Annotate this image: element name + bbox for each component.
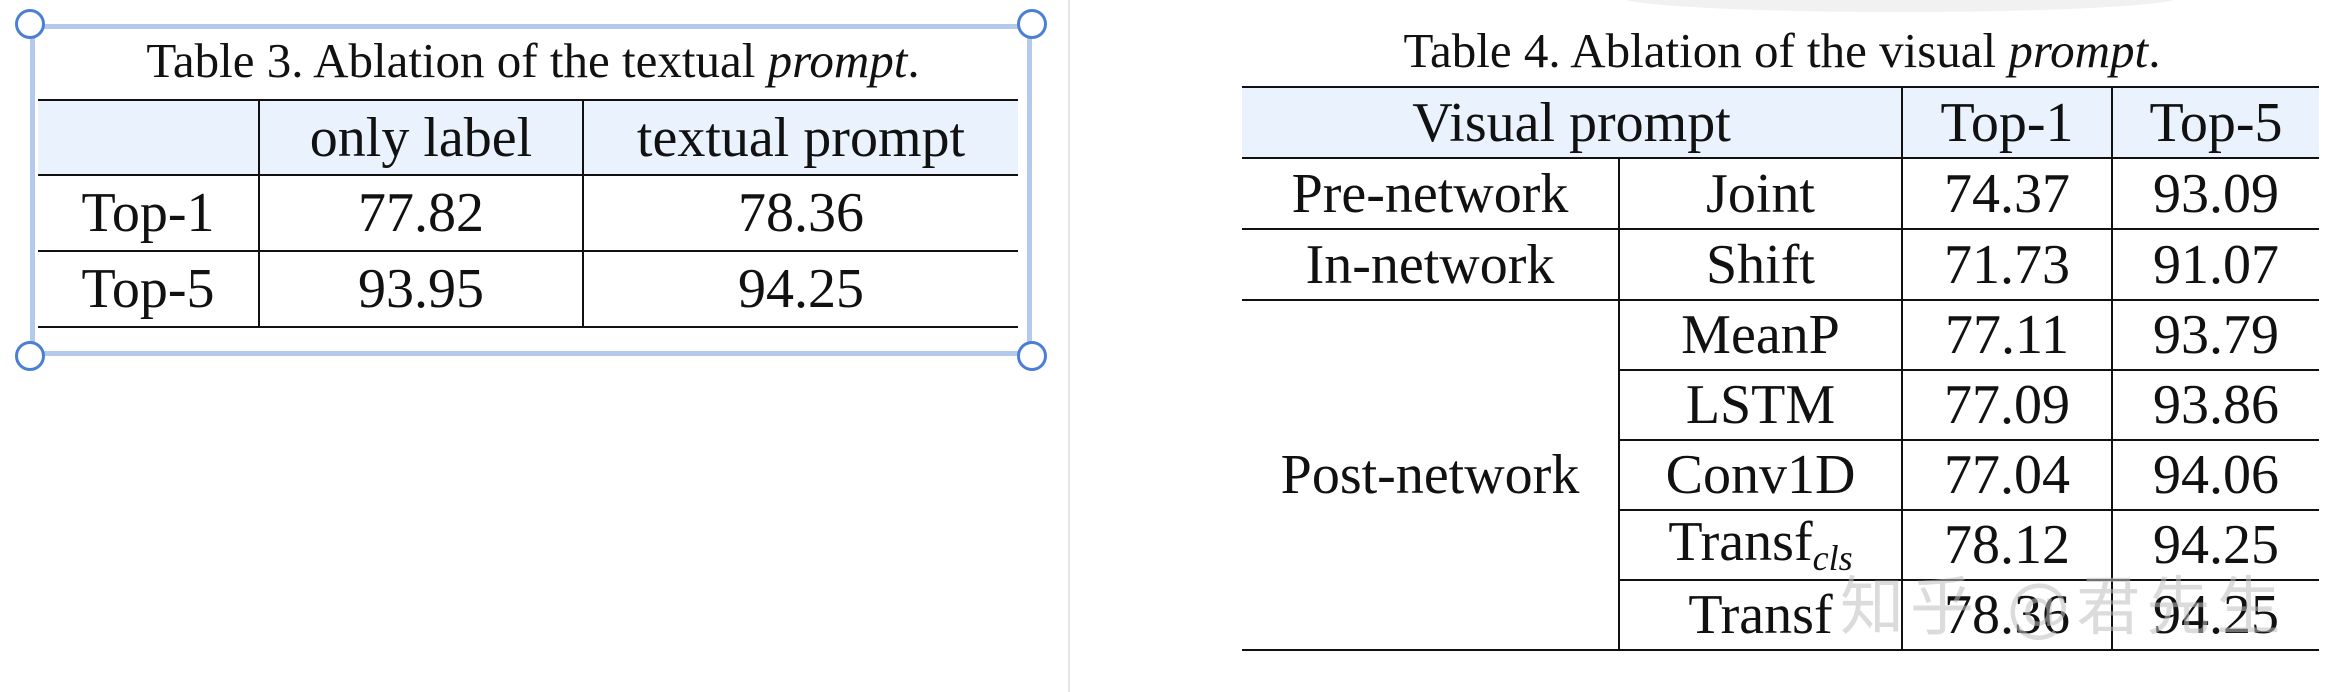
value-cell: 77.82	[258, 175, 583, 251]
page-divider	[1068, 0, 1070, 692]
table4-header-row: Visual prompt Top-1 Top-5	[1242, 87, 2319, 158]
method-cell: Transfcls	[1618, 509, 1902, 580]
header-top5: Top-5	[2111, 87, 2319, 158]
value-cell: 71.73	[1901, 229, 2112, 300]
watermark: 知乎 @君先生	[1840, 571, 2287, 645]
header-cell-empty	[38, 100, 259, 175]
group-cell-pre: Pre-network	[1291, 162, 1569, 225]
method-cell: MeanP	[1618, 300, 1902, 370]
value-cell: 94.25	[2111, 509, 2319, 580]
method-subscript: cls	[1812, 538, 1853, 578]
value-cell: 77.04	[1901, 439, 2112, 510]
table4: Visual prompt Top-1 Top-5 Pre-network Jo…	[1242, 86, 2319, 651]
table-row: In-network Shift 71.73 91.07	[1242, 229, 2319, 300]
caption-text: Table 4. Ablation of the visual	[1403, 23, 2009, 78]
metric-cell: Top-1	[81, 182, 215, 244]
value-cell: 78.12	[1901, 509, 2112, 580]
table3-caption: Table 3. Ablation of the textual prompt.	[38, 32, 1028, 89]
metric-cell: Top-5	[81, 258, 215, 320]
table4-caption: Table 4. Ablation of the visual prompt.	[1242, 22, 2322, 79]
method-cell: LSTM	[1618, 369, 1902, 440]
value-cell: 74.37	[1901, 158, 2112, 229]
method-cell: Conv1D	[1618, 439, 1902, 510]
table3-header-row: only label textual prompt	[38, 100, 1018, 175]
value-cell: 93.09	[2111, 158, 2319, 229]
value-cell: 78.36	[1901, 579, 2112, 650]
value-cell: 94.25	[582, 251, 1018, 327]
value-cell: 94.06	[2111, 439, 2319, 510]
method-cell: Transf	[1618, 579, 1902, 650]
value-cell: 78.36	[582, 175, 1018, 251]
header-visual-prompt: Visual prompt	[1412, 91, 1731, 154]
table-row: Top-1 77.82 78.36	[38, 175, 1018, 251]
header-top1: Top-1	[1901, 87, 2112, 158]
table-row: Pre-network Joint 74.37 93.09	[1242, 158, 2319, 229]
resize-handle-top-left[interactable]	[15, 9, 45, 39]
group-cell-in: In-network	[1305, 233, 1555, 296]
caption-suffix: .	[907, 33, 920, 88]
resize-handle-bottom-left[interactable]	[15, 341, 45, 371]
value-cell: 93.86	[2111, 369, 2319, 440]
table-row: LSTM 77.09 93.86	[1242, 369, 2319, 440]
resize-handle-bottom-right[interactable]	[1017, 341, 1047, 371]
method-cell: Joint	[1618, 158, 1902, 229]
table-row: Conv1D 77.04 94.06	[1242, 439, 2319, 510]
header-only-label: only label	[258, 100, 583, 175]
value-cell: 77.11	[1901, 300, 2112, 370]
value-cell: 77.09	[1901, 369, 2112, 440]
method-name: Transf	[1668, 511, 1813, 573]
value-cell: 93.95	[258, 251, 583, 327]
method-cell: Shift	[1618, 229, 1902, 300]
table-row: Top-5 93.95 94.25	[38, 251, 1018, 327]
background-shape	[1620, 0, 2180, 12]
table3: only label textual prompt Top-1 77.82 78…	[38, 99, 1018, 328]
caption-italic: prompt	[767, 33, 908, 88]
resize-handle-top-right[interactable]	[1017, 9, 1047, 39]
table-row: Transfcls 78.12 94.25	[1242, 509, 2319, 580]
header-textual-prompt: textual prompt	[582, 100, 1018, 175]
group-cell-post: Post-network	[1242, 300, 1619, 651]
caption-text: Table 3. Ablation of the textual	[146, 33, 768, 88]
value-cell: 93.79	[2111, 300, 2319, 370]
table-row: Transf 78.36 94.25	[1242, 579, 2319, 650]
selection-frame[interactable]	[30, 24, 1032, 356]
value-cell: 94.25	[2111, 579, 2319, 650]
table-row: Post-network MeanP 77.11 93.79	[1242, 300, 2319, 651]
value-cell: 91.07	[2111, 229, 2319, 300]
caption-suffix: .	[2148, 23, 2161, 78]
caption-italic: prompt	[2008, 23, 2149, 78]
